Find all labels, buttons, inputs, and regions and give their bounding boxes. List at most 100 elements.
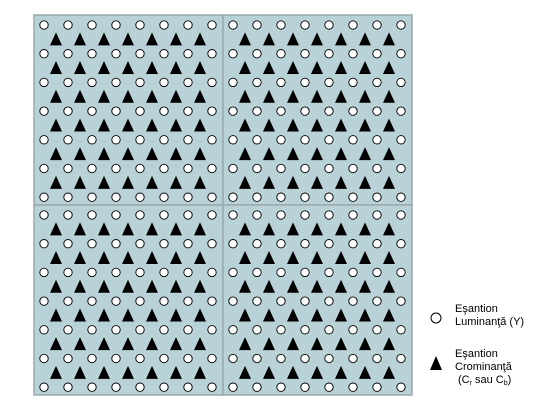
chroma-sample bbox=[311, 89, 323, 103]
chroma-sample bbox=[335, 251, 347, 265]
luma-sample bbox=[135, 325, 145, 335]
luma-sample bbox=[111, 325, 121, 335]
luma-sample bbox=[372, 20, 382, 30]
chroma-sample bbox=[383, 308, 395, 322]
luma-sample bbox=[63, 49, 73, 59]
luma-sample bbox=[396, 210, 406, 220]
luma-sample bbox=[276, 382, 286, 392]
chroma-sample bbox=[194, 147, 206, 161]
luma-sample bbox=[39, 192, 49, 202]
chroma-sample bbox=[98, 222, 110, 236]
chroma-sample bbox=[239, 337, 251, 351]
luma-sample bbox=[207, 49, 217, 59]
luma-sample bbox=[228, 77, 238, 88]
chroma-sample bbox=[170, 89, 182, 103]
luma-sample bbox=[159, 135, 169, 145]
luma-sample bbox=[300, 267, 310, 278]
luma-sample bbox=[252, 135, 262, 145]
chroma-sample bbox=[287, 308, 299, 322]
chroma-sample bbox=[383, 32, 395, 46]
legend-chroma-line3-suffix: ) bbox=[507, 374, 512, 386]
chroma-sample bbox=[263, 222, 275, 236]
luma-sample bbox=[252, 77, 262, 88]
luma-sample bbox=[135, 210, 145, 220]
chroma-sample bbox=[50, 337, 62, 351]
chroma-sample bbox=[122, 337, 134, 351]
luma-sample bbox=[348, 77, 358, 88]
chroma-sample bbox=[122, 365, 134, 379]
luma-sample bbox=[252, 267, 262, 278]
luma-sample bbox=[300, 20, 310, 30]
legend-chroma-line3-sub1: r bbox=[469, 380, 472, 387]
luma-sample bbox=[252, 325, 262, 335]
luma-sample bbox=[300, 239, 310, 249]
chroma-sample bbox=[98, 118, 110, 132]
chroma-sample bbox=[335, 222, 347, 236]
chroma-sample bbox=[74, 32, 86, 46]
luma-sample bbox=[228, 210, 238, 220]
luma-sample bbox=[324, 353, 334, 364]
luma-sample bbox=[111, 106, 121, 116]
luma-sample bbox=[348, 192, 358, 202]
luma-sample bbox=[300, 49, 310, 59]
luma-sample bbox=[87, 296, 97, 306]
luma-sample bbox=[135, 192, 145, 202]
chroma-sample bbox=[239, 308, 251, 322]
chroma-sample bbox=[122, 279, 134, 293]
legend-chroma-line3-mid: sau C bbox=[471, 374, 504, 386]
chroma-sample bbox=[170, 61, 182, 75]
luma-sample bbox=[207, 192, 217, 202]
luma-sample bbox=[135, 382, 145, 392]
luma-sample bbox=[87, 382, 97, 392]
luma-sample bbox=[207, 135, 217, 145]
chroma-sample bbox=[98, 365, 110, 379]
chroma-sample bbox=[74, 222, 86, 236]
luma-sample bbox=[228, 382, 238, 392]
luma-sample bbox=[276, 135, 286, 145]
luma-sample bbox=[324, 267, 334, 278]
luma-sample bbox=[396, 382, 406, 392]
chroma-sample bbox=[122, 147, 134, 161]
luma-sample bbox=[207, 353, 217, 364]
luma-sample bbox=[324, 296, 334, 306]
chroma-sample bbox=[311, 222, 323, 236]
chroma-sample bbox=[194, 118, 206, 132]
luma-sample bbox=[348, 325, 358, 335]
chroma-sample bbox=[311, 251, 323, 265]
luma-sample bbox=[207, 239, 217, 249]
luma-sample bbox=[87, 135, 97, 145]
luma-sample bbox=[135, 267, 145, 278]
luma-sample bbox=[207, 163, 217, 174]
luma-sample bbox=[276, 296, 286, 306]
luma-sample bbox=[63, 77, 73, 88]
chroma-sample bbox=[263, 61, 275, 75]
chroma-sample bbox=[239, 279, 251, 293]
luma-sample bbox=[396, 135, 406, 145]
chroma-sample bbox=[263, 337, 275, 351]
chroma-sample bbox=[170, 222, 182, 236]
chroma-sample bbox=[98, 147, 110, 161]
chroma-sample bbox=[122, 61, 134, 75]
chroma-sample bbox=[239, 61, 251, 75]
luma-sample bbox=[252, 353, 262, 364]
luma-sample bbox=[39, 163, 49, 174]
luma-sample bbox=[324, 77, 334, 88]
luma-sample bbox=[300, 135, 310, 145]
luma-sample bbox=[348, 296, 358, 306]
luma-sample bbox=[228, 163, 238, 174]
luma-sample bbox=[135, 135, 145, 145]
chroma-sample bbox=[98, 251, 110, 265]
luma-sample bbox=[135, 77, 145, 88]
chroma-sample bbox=[146, 147, 158, 161]
luma-sample bbox=[396, 296, 406, 306]
luma-sample bbox=[372, 192, 382, 202]
luma-sample bbox=[63, 106, 73, 116]
luma-sample bbox=[372, 239, 382, 249]
luma-sample bbox=[300, 325, 310, 335]
luma-sample bbox=[396, 77, 406, 88]
chroma-sample bbox=[50, 61, 62, 75]
luma-sample bbox=[63, 267, 73, 278]
luma-sample bbox=[276, 77, 286, 88]
luma-sample bbox=[276, 325, 286, 335]
